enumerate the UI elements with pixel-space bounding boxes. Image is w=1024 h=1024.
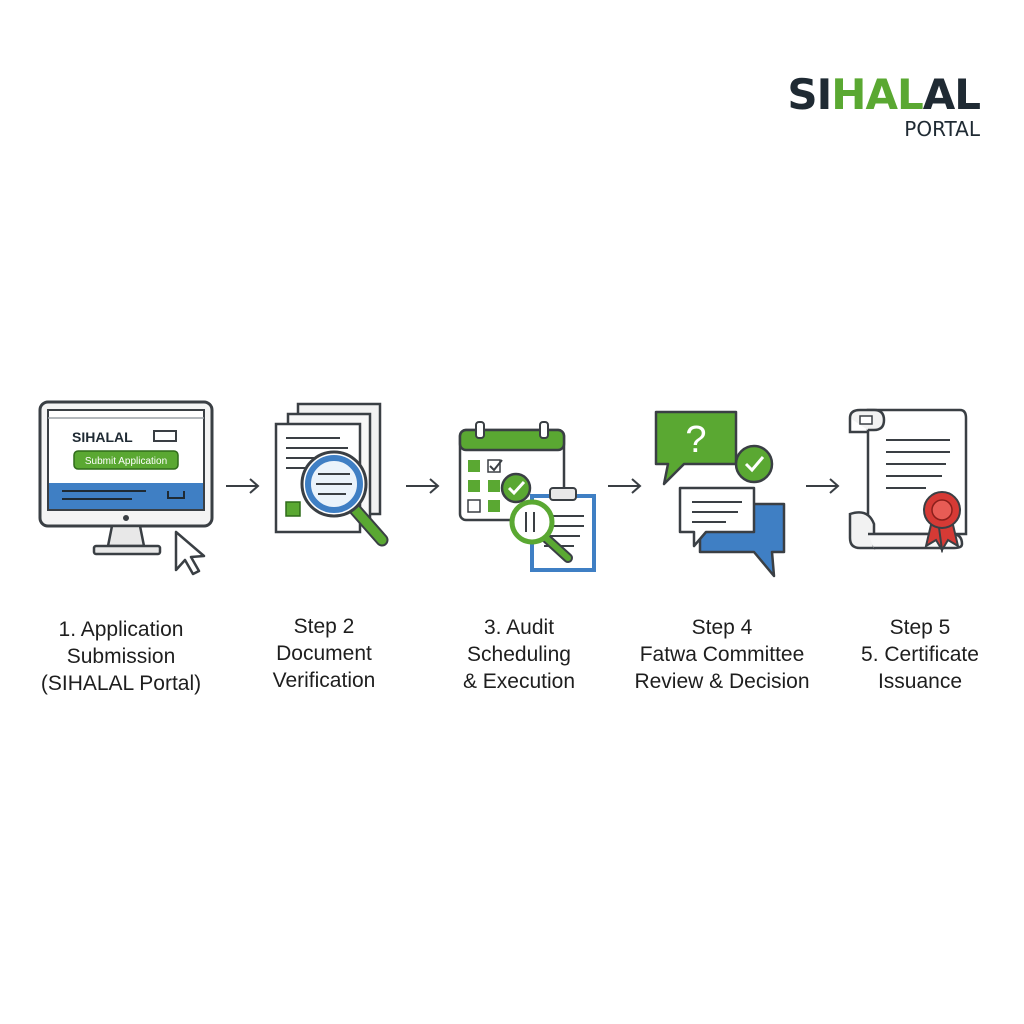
step-2-label-line: Document [276,642,372,665]
step-5-label-line: Issuance [877,670,963,693]
step-4-label-line: Fatwa Committee [639,643,805,666]
logo-wordmark: SIHALAL [787,74,981,116]
step-2-label: Step 2 Document Verification [214,613,434,694]
logo-subtitle: PORTAL [904,117,980,141]
calendar-audit-icon [458,421,596,572]
step-5-label-line: 5. Certificate [861,643,979,666]
award-seal-icon [923,491,961,553]
certificate-scroll-icon [848,408,968,553]
document-magnifier-icon [274,402,389,547]
step-1-label-line: Submission [66,645,176,668]
step-3-label: 3. Audit Scheduling & Execution [409,614,629,695]
step-5-label-line: Step 5 [889,616,951,639]
computer-monitor-icon: SIHALAL Submit Application [38,400,214,576]
step-4-label-line: Step 4 [691,616,753,639]
arrow-right-icon [226,478,260,494]
step-2-label-line: Step 2 [293,615,355,638]
step-1-label-line: 1. Application [58,618,184,641]
step-2-label-line: Verification [272,669,376,692]
arrow-right-icon [608,478,642,494]
step-1-label-line: (SIHALAL Portal) [40,672,202,695]
step-3-label-line: & Execution [462,670,576,693]
monitor-screen-title: SIHALAL [72,429,133,445]
logo-part-si: SI [787,70,832,119]
step-5-label: Step 5 5. Certificate Issuance [810,614,1024,695]
arrow-right-icon [406,478,440,494]
step-3-label-line: Scheduling [467,643,571,666]
monitor-submit-button: Submit Application [85,456,167,467]
step-3-label-line: 3. Audit [483,616,555,639]
logo-part-al: AL [922,70,981,119]
step-1-label: 1. Application Submission (SIHALAL Porta… [11,616,231,697]
logo-part-hal: HAL [831,70,923,119]
arrow-right-icon [806,478,840,494]
step-4-label: Step 4 Fatwa Committee Review & Decision [612,614,832,695]
step-4-label-line: Review & Decision [634,670,810,693]
sihalal-logo: SIHALAL PORTAL [787,74,981,141]
cursor-icon [174,530,206,576]
speech-bubbles-icon: ? [654,410,786,578]
question-mark-text: ? [685,419,706,461]
